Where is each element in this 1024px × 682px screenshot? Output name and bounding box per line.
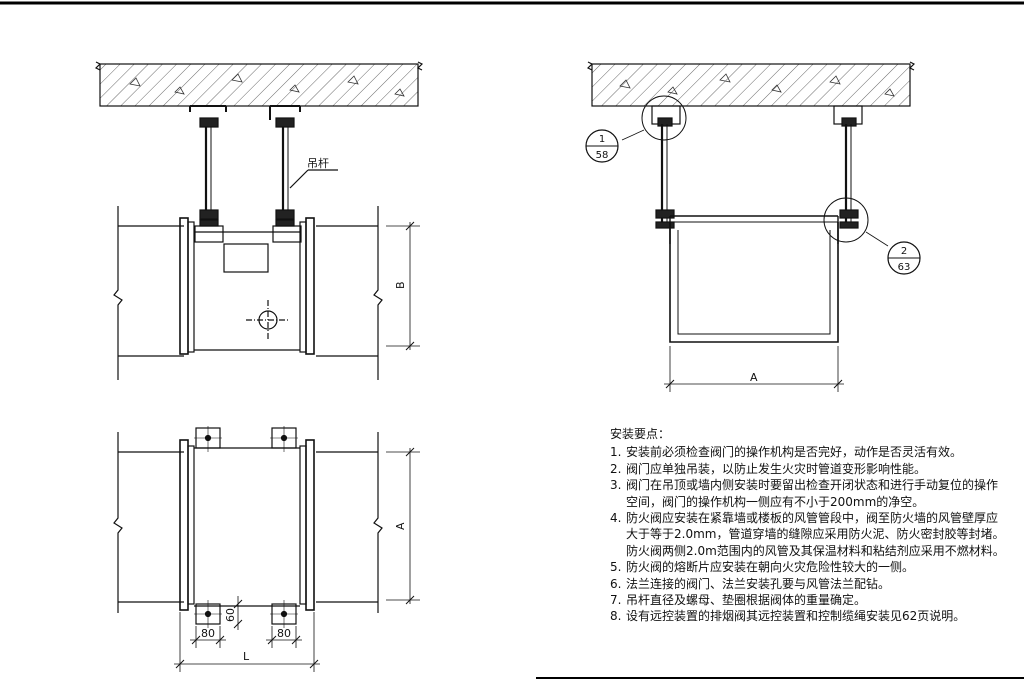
dimension-60-label: 60 [224,608,237,622]
note-number: 4. [610,511,622,526]
note-line: 防火阀的熔断片应安装在朝向火灾危险性较大的一侧。 [626,560,915,575]
note-number: 6. [610,576,622,591]
note-line: 防火阀应安装在紧靠墙或楼板的风管管段中，阀至防火墙的风管壁厚应 [626,511,999,526]
callout-2-top: 2 [901,246,907,257]
end-section-view [586,61,916,392]
note-number: 7. [610,593,622,608]
note-item: 4. 防火阀应安装在紧靠墙或楼板的风管管段中，阀至防火墙的风管壁厚应大于等于2.0… [610,510,1010,559]
callout-1-bottom: 58 [596,150,609,161]
ceiling-slab-left [99,63,419,107]
note-line: 空间，阀门的操作机构一侧应有不小于200mm的净空。 [626,494,925,509]
note-line: 安装前必须检查阀门的操作机构是否完好，动作是否灵活有效。 [626,445,963,460]
note-number: 8. [610,609,622,624]
note-number: 1. [610,445,622,460]
side-elevation-view [94,61,424,380]
plan-view [113,426,420,672]
note-item: 7. 吊杆直径及螺母、垫圈根据阀体的重量确定。 [610,592,1010,608]
callout-2-bottom: 63 [898,262,911,273]
note-line: 设有远控装置的排烟阀其远控装置和控制缆绳安装见62页说明。 [626,609,966,624]
hanger-rod-label: 吊杆 [307,156,329,170]
note-number: 5. [610,560,622,575]
dimension-80-right-label: 80 [277,627,291,640]
note-item: 3. 阀门在吊顶或墙内侧安装时要留出检查开闭状态和进行手动复位的操作空间，阀门的操… [610,477,1010,510]
detail-callout-1[interactable]: 1 58 [585,129,619,163]
note-line: 阀门在吊顶或墙内侧安装时要留出检查开闭状态和进行手动复位的操作 [626,478,999,493]
dimension-80-left-label: 80 [201,627,215,640]
note-item: 5. 防火阀的熔断片应安装在朝向火灾危险性较大的一侧。 [610,559,1010,575]
dimension-a-plan-label: A [394,522,407,530]
notes-list: 1. 安装前必须检查阀门的操作机构是否完好，动作是否灵活有效。 2. 阀门应单独吊装，… [610,444,1010,624]
note-line: 吊杆直径及螺母、垫圈根据阀体的重量确定。 [626,593,867,608]
ceiling-slab-right [591,63,911,107]
note-number: 3. [610,478,622,493]
notes-title: 安装要点： [610,427,671,441]
note-item: 6. 法兰连接的阀门、法兰安装孔要与风管法兰配钻。 [610,576,1010,592]
detail-callout-2[interactable]: 2 63 [887,241,921,275]
note-line: 阀门应单独吊装，以防止发生火灾时管道变形影响性能。 [626,461,927,476]
dimension-l-label: L [243,650,250,663]
installation-notes: 安装要点： 1. 安装前必须检查阀门的操作机构是否完好，动作是否灵活有效。 2. 阀门… [610,426,1010,625]
callout-1-top: 1 [599,134,605,145]
note-line: 法兰连接的阀门、法兰安装孔要与风管法兰配钻。 [626,576,891,591]
note-number: 2. [610,461,622,476]
note-line: 防火阀两侧2.0m范围内的风管及其保温材料和粘结剂应采用不燃材料。 [626,543,1005,558]
note-line: 大于等于2.0mm，管道穿墙的缝隙应采用防火泥、防火密封胶等封堵。 [626,527,1005,542]
dimension-a-side-label: A [750,371,758,384]
note-item: 1. 安装前必须检查阀门的操作机构是否完好，动作是否灵活有效。 [610,444,1010,460]
note-item: 2. 阀门应单独吊装，以防止发生火灾时管道变形影响性能。 [610,461,1010,477]
note-item: 8. 设有远控装置的排烟阀其远控装置和控制缆绳安装见62页说明。 [610,608,1010,624]
dimension-b-label: B [394,281,407,289]
